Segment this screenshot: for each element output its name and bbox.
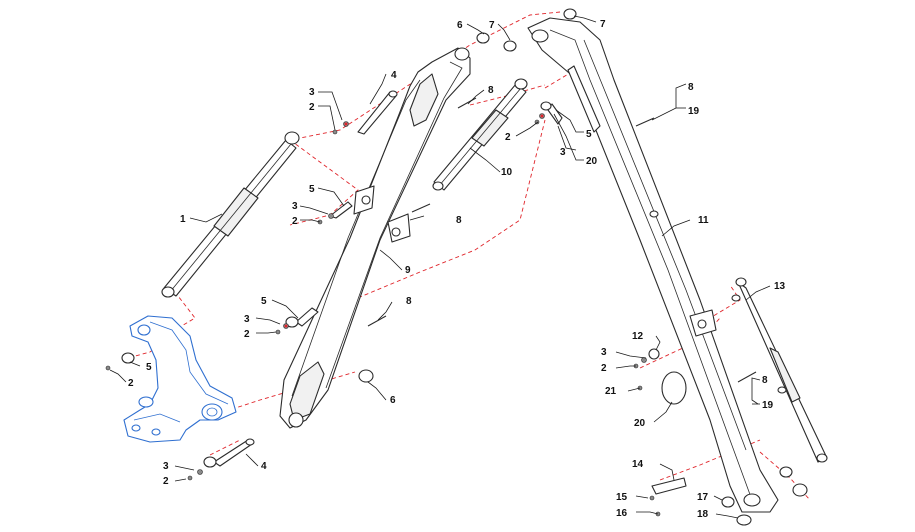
callout-17: 17 [697,492,709,503]
callout-7: 7 [489,20,495,31]
callout-2: 2 [128,378,134,389]
callout-5: 5 [586,129,592,140]
callout-4: 4 [391,70,397,81]
callout-6: 6 [390,395,396,406]
pins [121,90,757,468]
callout-7: 7 [600,19,606,30]
hydraulic-cylinder-1 [161,131,300,298]
callout-3: 3 [560,147,566,158]
callout-10: 10 [501,167,513,178]
callout-1: 1 [180,214,186,225]
leader-lines [109,15,771,519]
hydraulic-cylinder-13 [731,277,828,463]
hydraulic-cylinder-10 [432,78,528,191]
swing-bracket [123,315,237,443]
small-parts [105,8,808,526]
callout-5: 5 [309,184,315,195]
callout-21: 21 [605,386,617,397]
callout-20: 20 [586,156,598,167]
callout-3: 3 [292,201,298,212]
callout-20: 20 [634,418,646,429]
callout-8: 8 [488,85,494,96]
callouts: 1 3 2 4 5 3 2 5 3 2 5 2 3 2 4 6 7 7 8 8 … [128,19,786,520]
callout-3: 3 [244,314,250,325]
callout-2: 2 [309,102,315,113]
callout-3: 3 [163,461,169,472]
callout-2: 2 [505,132,511,143]
callout-2: 2 [601,363,607,374]
callout-5: 5 [146,362,152,373]
callout-4: 4 [261,461,267,472]
callout-16: 16 [616,508,628,519]
callout-8: 8 [406,296,412,307]
callout-2: 2 [244,329,250,340]
callout-3: 3 [309,87,315,98]
callout-5: 5 [261,296,267,307]
callout-2: 2 [163,476,169,487]
callout-9: 9 [405,265,411,276]
callout-8: 8 [762,375,768,386]
assembly-dash-lines [127,11,811,501]
callout-11: 11 [698,215,709,226]
callout-19: 19 [688,106,700,117]
callout-3: 3 [601,347,607,358]
callout-2: 2 [292,216,298,227]
boom-9 [279,47,471,429]
callout-14: 14 [632,459,644,470]
arm-11 [527,17,779,513]
callout-19: 19 [762,400,774,411]
callout-13: 13 [774,281,786,292]
callout-12: 12 [632,331,644,342]
callout-6: 6 [457,20,463,31]
callout-18: 18 [697,509,709,520]
callout-8: 8 [456,215,462,226]
callout-15: 15 [616,492,628,503]
callout-8: 8 [688,82,694,93]
